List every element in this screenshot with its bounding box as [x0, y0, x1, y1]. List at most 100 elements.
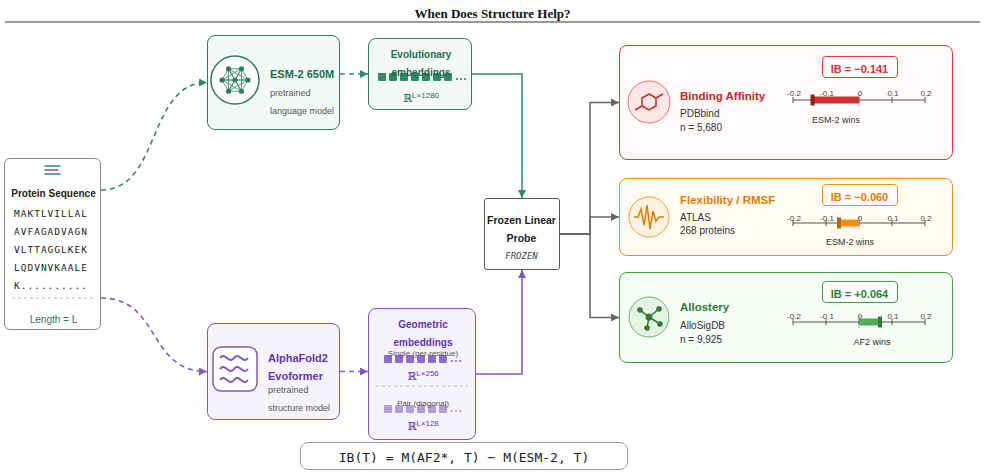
- molecule-icon: [628, 81, 670, 123]
- dataset-name: AlloSigDB: [680, 320, 725, 331]
- tick-label: 0: [858, 89, 862, 98]
- connector: [472, 74, 522, 198]
- header-rule: [5, 22, 980, 23]
- connector: [101, 83, 207, 191]
- network-symbol: [222, 69, 248, 92]
- effect-marker: [811, 95, 815, 106]
- tick-label: -0.1: [820, 214, 834, 223]
- network-link: [222, 80, 229, 91]
- sample-size: n = 9,925: [680, 334, 722, 345]
- sample-size: 268 proteins: [680, 225, 735, 236]
- network-link: [241, 69, 242, 92]
- separator: [12, 298, 93, 299]
- length-label: Length = L: [30, 314, 78, 325]
- connector: [476, 270, 522, 374]
- tick-label: 0.1: [887, 312, 898, 321]
- verdict-label: ESM-2 wins: [826, 237, 874, 247]
- ib-value: IB = −0.141: [831, 63, 889, 75]
- protein-icon: [213, 347, 257, 391]
- math-symbol: ℝ: [407, 420, 416, 433]
- network-link: [235, 80, 242, 91]
- ib-value: IB = −0.060: [831, 191, 889, 203]
- ib-value: IB = +0.064: [831, 288, 889, 300]
- sub-label: Pair (diagonal): [397, 399, 449, 408]
- wave-symbol: [634, 205, 664, 229]
- page-header: When Does Structure Help?: [414, 6, 570, 21]
- tick-label: 0.1: [887, 214, 898, 223]
- sample-size: n = 5,680: [680, 122, 722, 133]
- network-node: [219, 77, 224, 82]
- sequence-icon: [45, 166, 60, 174]
- connector: [560, 217, 619, 234]
- tick-label: -0.2: [787, 214, 801, 223]
- sub-label: Single (per-residue): [388, 349, 458, 358]
- dimension-superscript: L×128: [416, 419, 438, 428]
- network-link: [229, 69, 242, 92]
- verdict-label: AF2 wins: [853, 337, 890, 347]
- tick-label: 0.2: [920, 89, 931, 98]
- effect-bar: [859, 319, 880, 326]
- network-dots: [637, 306, 663, 331]
- network-link: [229, 69, 236, 80]
- tick-label: -0.2: [787, 89, 801, 98]
- connector: [560, 103, 619, 235]
- model-name: ESM-2 650M: [270, 68, 334, 80]
- tick-label: -0.1: [820, 89, 834, 98]
- task-panel: AllosteryAlloSigDBn = 9,925-0.2-0.100.10…: [619, 272, 953, 363]
- network-link: [222, 69, 229, 80]
- effect-bar: [813, 97, 860, 104]
- network-link: [228, 69, 229, 92]
- effect-bar: [839, 220, 859, 227]
- network-link: [222, 80, 242, 91]
- box-title: Geometric embeddings: [394, 319, 453, 348]
- probe-box: Frozen Linear ProbeFROZEN: [484, 198, 560, 270]
- network-link: [222, 80, 248, 81]
- tick-label: 0.2: [920, 214, 931, 223]
- network-link: [235, 69, 242, 80]
- math-symbol: ℝ: [407, 370, 416, 383]
- effect-marker: [878, 317, 882, 328]
- embedding-cells: [384, 355, 461, 363]
- formula-box: IB(T) = M(AF2*, T) − M(ESM-2, T): [300, 442, 628, 470]
- network-icon: [211, 56, 259, 104]
- network-node: [239, 66, 244, 71]
- effect-axis: [793, 217, 925, 229]
- dimension-superscript: L×256: [416, 369, 438, 378]
- math-symbol: ℝ: [403, 92, 412, 105]
- connector: [340, 73, 368, 75]
- panel-title: Binding Affinity: [680, 90, 765, 102]
- network-link: [235, 80, 248, 81]
- panel-title: Allostery: [680, 301, 729, 313]
- tick-label: -0.2: [787, 312, 801, 321]
- connector: [560, 234, 619, 318]
- model-description: pretrained language model: [270, 88, 334, 116]
- effect-marker: [837, 218, 841, 229]
- network-node: [226, 66, 231, 71]
- network-link: [229, 68, 242, 69]
- tick-label: 0: [858, 214, 862, 223]
- network-link: [222, 80, 235, 81]
- network-link: [242, 69, 249, 80]
- model-box: AlphaFold2 Evoformerpretrained structure…: [207, 323, 340, 420]
- box-title: Evolutionary embeddings: [391, 49, 452, 78]
- dimension-superscript: L×1280: [412, 91, 439, 100]
- connector: [340, 371, 368, 373]
- sequence-text: MAKTLVILLAL AVFAGADVAGN VLTTAGGLKEK LQDV…: [14, 208, 88, 291]
- embedding-box: Geometric embeddingsSingle (per-residue)…: [368, 308, 476, 440]
- network-node: [245, 77, 250, 82]
- flexibility-icon: [629, 197, 669, 237]
- status-tag: FROZEN: [505, 251, 538, 261]
- helix-symbol: [220, 356, 248, 382]
- box-title: Protein Sequence: [11, 188, 95, 199]
- task-panel: Binding AffinityPDBbindn = 5,680-0.2-0.1…: [619, 45, 953, 160]
- network-node: [239, 89, 244, 94]
- model-name: AlphaFold2 Evoformer: [268, 352, 328, 382]
- effect-axis: [793, 94, 925, 106]
- network-link: [229, 80, 249, 91]
- dataset-name: ATLAS: [680, 212, 711, 223]
- separator: [376, 386, 468, 387]
- tick-label: 0.1: [887, 89, 898, 98]
- network-link: [229, 80, 236, 91]
- network-node: [232, 77, 237, 82]
- embedding-cells: [384, 405, 461, 413]
